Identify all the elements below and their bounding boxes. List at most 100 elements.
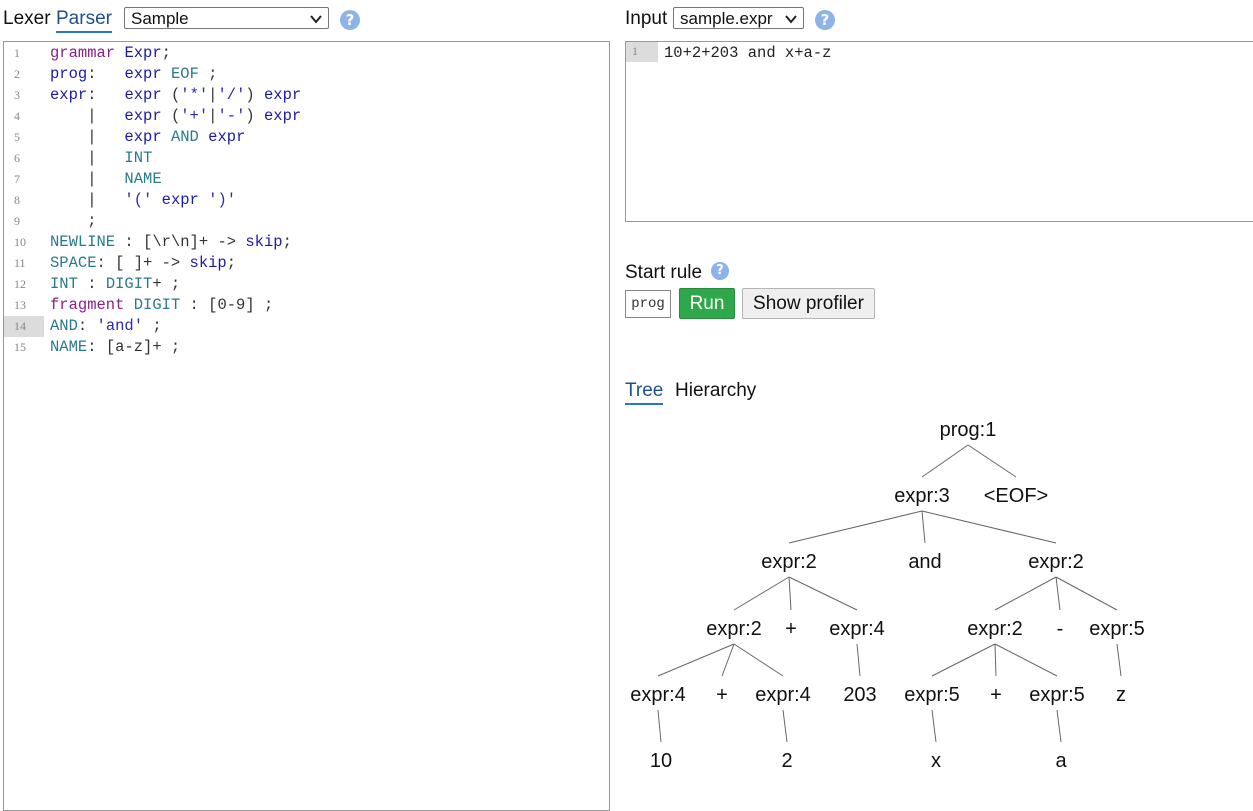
input-help-icon[interactable]: ? — [815, 10, 835, 30]
input-file-select-value: sample.expr — [680, 9, 773, 28]
tree-node: expr:5 — [1029, 684, 1085, 706]
tree-node: expr:4 — [630, 684, 686, 706]
show-profiler-button[interactable]: Show profiler — [742, 288, 875, 319]
tab-parser[interactable]: Parser — [56, 8, 112, 33]
tree-node: expr:4 — [755, 684, 811, 706]
grammar-select-value: Sample — [131, 9, 189, 28]
tree-node: a — [1055, 750, 1067, 772]
tree-node: + — [716, 684, 728, 706]
tree-node: 10 — [650, 750, 672, 772]
run-button[interactable]: Run — [679, 288, 735, 319]
tree-edge — [788, 576, 792, 611]
tree-node: expr:5 — [904, 684, 960, 706]
line-number: 9 — [14, 214, 20, 228]
code-text: ; — [50, 212, 97, 230]
input-text[interactable]: 10+2+203 and x+a-z — [664, 44, 832, 62]
code-line[interactable]: 9 ; — [4, 211, 609, 232]
code-text: | expr ('+'|'-') expr — [50, 107, 302, 125]
tree-edge — [657, 709, 662, 743]
help-icon[interactable]: ? — [340, 10, 360, 30]
tree-edge — [1055, 576, 1061, 611]
chevron-down-icon — [310, 15, 322, 24]
code-text: NEWLINE : [\r\n]+ -> skip; — [50, 233, 292, 251]
tree-node: + — [785, 618, 797, 640]
tree-node: and — [908, 551, 941, 573]
code-text: SPACE: [ ]+ -> skip; — [50, 254, 237, 272]
line-number: 4 — [14, 109, 20, 123]
tree-edge — [788, 576, 858, 611]
tree-edge — [994, 643, 1058, 677]
start-rule-input[interactable]: prog — [625, 290, 671, 318]
tree-node: <EOF> — [984, 485, 1048, 507]
tree-node: + — [990, 684, 1002, 706]
code-line[interactable]: 6 | INT — [4, 148, 609, 169]
code-text: | expr AND expr — [50, 128, 246, 146]
tree-edge — [733, 576, 790, 611]
tree-edge — [733, 643, 784, 677]
tree-edge — [1055, 576, 1118, 611]
tree-edge — [994, 643, 997, 677]
code-line[interactable]: 7 | NAME — [4, 169, 609, 190]
tree-node: x — [931, 750, 941, 772]
code-line[interactable]: 4 | expr ('+'|'-') expr — [4, 106, 609, 127]
tree-edge — [788, 510, 923, 544]
code-line[interactable]: 11 SPACE: [ ]+ -> skip; — [4, 253, 609, 274]
code-text: | NAME — [50, 170, 162, 188]
input-editor[interactable]: 1 10+2+203 and x+a-z — [625, 41, 1253, 222]
tree-edge — [782, 709, 788, 743]
tree-edge — [921, 510, 1057, 544]
tree-edge — [967, 444, 1017, 478]
code-text: NAME: [a-z]+ ; — [50, 338, 181, 356]
line-number: 2 — [14, 67, 20, 81]
chevron-down-icon — [785, 15, 797, 24]
code-text: | '(' expr ')' — [50, 191, 237, 209]
tree-edge — [721, 643, 735, 677]
tree-node: z — [1116, 684, 1126, 706]
tree-node: - — [1057, 618, 1064, 640]
tree-node: expr:2 — [1028, 551, 1084, 573]
tree-edge — [1116, 643, 1122, 677]
tree-edge — [856, 643, 861, 677]
line-number: 7 — [14, 172, 20, 186]
tree-node: prog:1 — [940, 419, 997, 441]
tree-edge — [657, 643, 735, 677]
code-text: fragment DIGIT : [0-9] ; — [50, 296, 274, 314]
code-line[interactable]: 2 prog: expr EOF ; — [4, 64, 609, 85]
input-file-select[interactable]: sample.expr — [673, 7, 804, 29]
tree-edge — [1056, 709, 1062, 743]
tree-node: 203 — [843, 684, 876, 706]
code-line[interactable]: 5 | expr AND expr — [4, 127, 609, 148]
start-rule-help-icon[interactable]: ? — [711, 262, 729, 280]
start-rule-label: Start rule — [625, 262, 703, 283]
line-number: 6 — [14, 151, 20, 165]
tree-node: expr:2 — [967, 618, 1023, 640]
line-number: 3 — [14, 88, 20, 102]
tree-edge — [921, 510, 926, 544]
tree-node: expr:5 — [1089, 618, 1145, 640]
line-number: 11 — [14, 256, 26, 270]
input-label: Input — [625, 8, 668, 29]
code-text: | INT — [50, 149, 153, 167]
code-text: INT : DIGIT+ ; — [50, 275, 181, 293]
tab-tree[interactable]: Tree — [625, 380, 664, 405]
tree-edge — [931, 709, 937, 743]
tab-lexer[interactable]: Lexer — [3, 8, 51, 29]
code-line[interactable]: 8 | '(' expr ')' — [4, 190, 609, 211]
tree-node: 2 — [781, 750, 792, 772]
tree-node: expr:3 — [894, 485, 950, 507]
grammar-select[interactable]: Sample — [124, 7, 329, 29]
code-text: AND: 'and' ; — [50, 317, 162, 335]
tree-edge — [994, 576, 1057, 611]
code-text: prog: expr EOF ; — [50, 65, 218, 83]
tree-edge — [931, 643, 996, 677]
tab-hierarchy[interactable]: Hierarchy — [675, 380, 757, 401]
tree-node: expr:2 — [706, 618, 762, 640]
